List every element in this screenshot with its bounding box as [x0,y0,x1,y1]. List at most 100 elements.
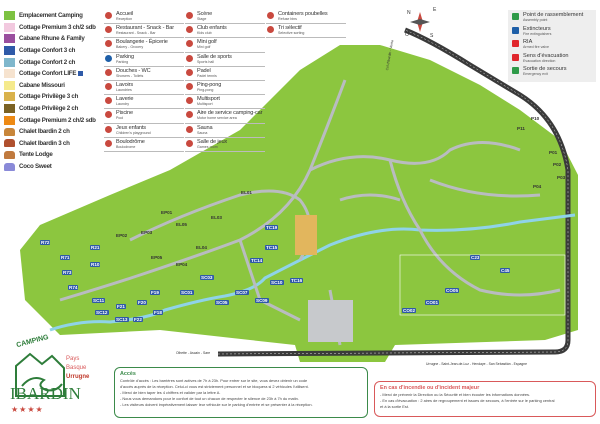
plot-label: CO05 [445,288,460,293]
plot-label: C45 [500,268,511,273]
assembly-point-icon [512,13,519,20]
central-parking [308,300,353,342]
legend-label: Extincteurs [523,25,551,32]
games-room-icon [186,139,193,147]
kids-club-icon [186,26,193,34]
recycling-icon [267,26,274,34]
fire-valve-icon [512,40,519,47]
access-line: d'accès auprès de la réception. Celui-ci… [120,383,309,389]
legend-label: Restaurant - Snack - Bar [116,25,174,32]
fire-line: - En cas d'évacuation : 2 aires de regro… [380,397,555,403]
legend-label: Emplacement Camping [19,12,83,20]
multisport-icon [186,97,193,105]
wheelchair-icon [78,71,84,77]
plot-label: TC15 [265,245,279,250]
legend-label: Sens d'évacuation [523,52,569,59]
shower-icon [105,68,112,76]
chalet-icon [4,127,15,136]
plot-label: R74 [68,285,79,290]
sports-hall-icon [186,54,193,62]
legend-sublabel: Motor home service area [197,116,237,121]
legend-label: Salle de jeux [197,138,228,145]
legend-label: Chalet Ibardin 3 ch [19,139,70,147]
legend-sublabel: Mini golf [197,45,211,50]
legend-item: Cottage Premium 3 ch/2 sdb [4,22,104,34]
legend-item: Tente Lodge [4,149,104,161]
fire-info-box: En cas d'incendie ou d'incident majeur -… [374,381,596,417]
arrow-right-icon [512,53,519,61]
washing-machine-icon [105,97,112,105]
color-swatch [4,80,15,90]
compass-west: O [405,32,409,38]
plot-label: SC13 [115,317,129,322]
legend-sublabel: Children's playground [116,130,151,135]
laundry-icon [105,82,112,90]
logo-stars: ★★★★ [11,405,44,414]
legend-label: Cabane Missouri [19,81,65,89]
plot-label: SC03 [200,275,214,280]
plot-label: P10 [531,116,540,121]
color-swatch [4,34,15,44]
plot-label: SC01 [180,290,194,295]
plot-label: CO02 [402,308,417,313]
legend-sublabel: Laundries [116,87,132,92]
compass-north: N [407,10,411,16]
legend-label: Club enfants [197,25,227,32]
legend-label: Cottage Privilège 2 ch [19,105,79,113]
color-swatch [4,22,15,32]
plot-label: R73 [62,270,73,275]
bakery-icon [105,40,112,48]
legend-sublabel: Ping-pong [197,87,214,92]
legend-sublabel: Armed fire valve [523,45,549,49]
info-icon [105,12,112,19]
legend-item: Coco Sweet [4,161,104,173]
plot-label: C23 [470,255,481,260]
compass [410,12,430,32]
legend-sublabel: Showers - Toilets [116,73,144,78]
parking-icon [105,54,112,62]
fire-title: En cas d'incendie ou d'incident majeur [380,385,480,391]
logo-region-urrugne: Urrugne [66,374,90,380]
color-swatch [4,104,15,114]
legend-item: Cottage Privilège 2 ch [4,103,104,115]
east-sector-outline [399,254,566,316]
legend-label: Coco Sweet [19,163,52,171]
plot-label: R72 [40,240,51,245]
logo-region-pays: Pays [66,356,80,362]
legend-label: Cottage Premium 3 ch/2 sdb [19,23,96,31]
plot-label: EP02 [116,233,128,238]
legend-item: Cottage Confort LIFE [4,68,104,80]
coco-sweet-icon [4,162,15,171]
legend-label: Tri sélectif [278,25,302,32]
legend-label: Sortie de secours [523,66,567,72]
legend-item: Cabane Missouri [4,80,104,92]
legend-label: Boulangerie - Épicerie [116,39,168,46]
plot-label: EP04 [176,262,188,267]
